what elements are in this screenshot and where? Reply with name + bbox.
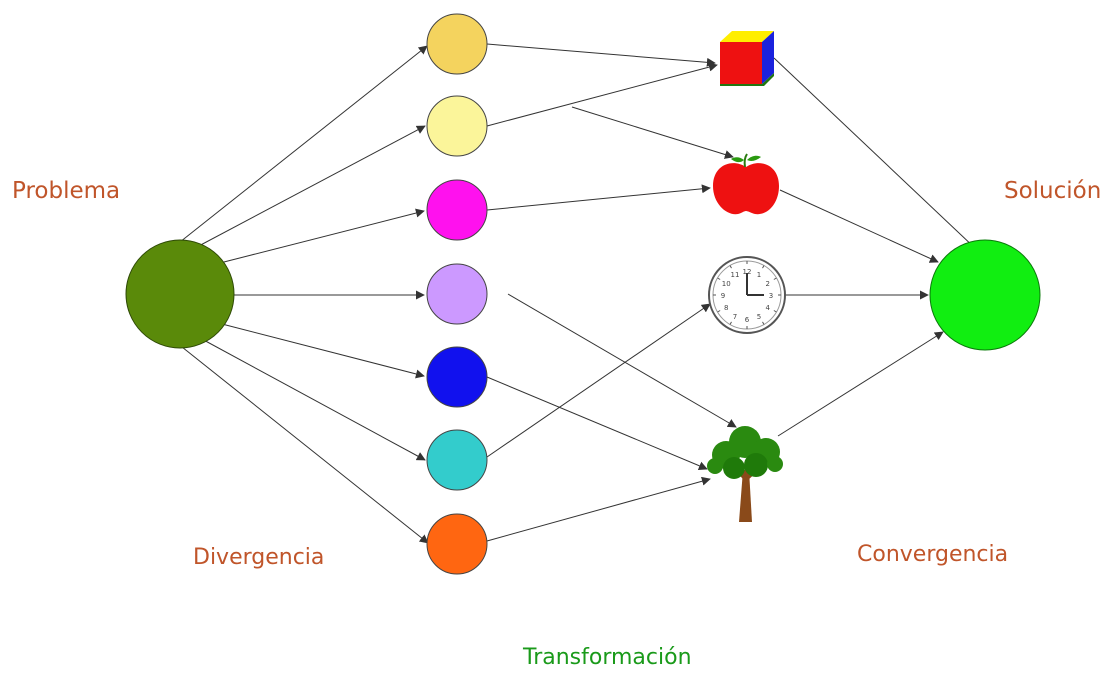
solution-label: Solución (1004, 178, 1102, 204)
arrow-idea-1-cube (486, 43, 716, 67)
clock-tick (773, 310, 777, 313)
clock-number: 4 (766, 304, 771, 312)
clock-number: 5 (757, 313, 761, 321)
idea-node-4 (426, 263, 488, 325)
arrow-problem-idea-3 (219, 208, 425, 264)
arrow-idea-7-tree (486, 476, 711, 542)
clock-number: 11 (731, 271, 740, 279)
clock-number: 6 (745, 316, 750, 324)
arrow-idea-5-tree (486, 376, 708, 471)
clock-number: 10 (722, 280, 731, 288)
transformation-label: Transformación (523, 645, 692, 670)
divergence-arrows (179, 45, 429, 544)
arrow-idea-2-cube (486, 62, 718, 127)
arrow-problem-idea-7 (181, 346, 429, 544)
clock-tick (717, 277, 721, 280)
clock-number: 1 (757, 271, 761, 279)
clock-tick (717, 310, 721, 313)
clock-tick (762, 265, 765, 269)
convergence-arrows (773, 57, 996, 437)
idea-node-3 (426, 179, 488, 241)
idea-node-2 (426, 95, 488, 157)
arrow-problem-idea-2 (194, 125, 426, 249)
clock-number: 2 (766, 280, 770, 288)
arrow-cube-solution (773, 57, 996, 268)
arrow-idea-3-apple (486, 184, 711, 211)
tree-icon (707, 426, 783, 522)
problem-node (125, 239, 235, 349)
convergence-label: Convergencia (857, 542, 1009, 567)
idea-node-5 (426, 346, 488, 408)
idea-node-7 (426, 513, 488, 575)
apple-icon (713, 153, 779, 215)
clock-tick (773, 277, 777, 280)
clock-tick (762, 321, 765, 325)
solution-node (929, 239, 1041, 351)
arrow-problem-idea-5 (221, 323, 425, 379)
arrow-tree-solution (777, 331, 944, 437)
arrow-problem-idea-6 (199, 337, 426, 461)
clock-number: 3 (769, 292, 773, 300)
idea-nodes (426, 13, 488, 575)
arrow-problem-idea-1 (179, 45, 428, 243)
clock-tick (729, 265, 732, 269)
cube-icon (720, 31, 774, 86)
problem-label: Problema (12, 178, 121, 204)
arrow-idea-6-clock (486, 303, 711, 458)
clock-number: 12 (743, 268, 752, 276)
clock-tick (729, 321, 732, 325)
clock-number: 9 (721, 292, 725, 300)
arrow-apple-solution (779, 189, 939, 263)
clock-number: 8 (724, 304, 728, 312)
clock-number: 7 (733, 313, 737, 321)
idea-node-1 (426, 13, 488, 75)
divergence-label: Divergencia (193, 545, 325, 570)
arrow-idea-2-apple (571, 106, 734, 159)
arrow-idea-4-tree (507, 293, 737, 428)
idea-node-6 (426, 429, 488, 491)
clock-ticks (713, 261, 781, 329)
transformation-arrows (486, 43, 737, 542)
